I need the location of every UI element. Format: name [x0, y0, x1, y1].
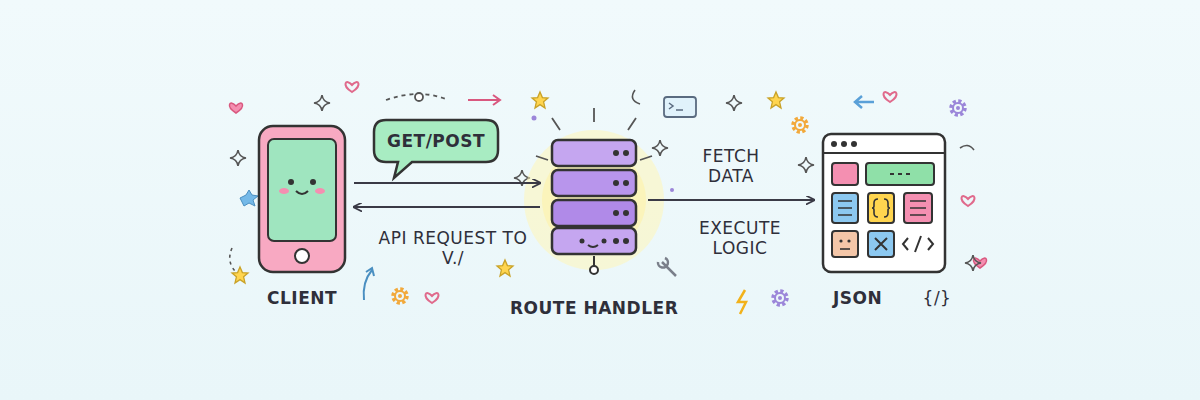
node-label: ROUTE HANDLER	[510, 298, 678, 318]
node-outline	[822, 133, 946, 273]
node-label: CLIENT	[267, 288, 337, 308]
request-bubble: GET/POST	[372, 118, 500, 166]
node-label: GET/POST	[387, 131, 485, 151]
node-outline	[548, 138, 640, 258]
node-label: JSON	[833, 288, 882, 308]
edge-label: FETCH DATA	[681, 146, 781, 186]
connector-arrow	[354, 182, 540, 184]
client-phone: CLIENT	[258, 125, 346, 273]
json-window: JSON	[822, 133, 946, 273]
code-symbol: {/}	[912, 288, 962, 308]
connector-arrow	[354, 206, 540, 208]
connector-arrow	[648, 199, 814, 201]
node-outline	[258, 125, 346, 273]
request-note: API REQUEST TO V./	[378, 228, 528, 268]
server-stack: ROUTE HANDLER	[548, 138, 640, 258]
step-label: EXECUTE LOGIC	[680, 218, 800, 258]
